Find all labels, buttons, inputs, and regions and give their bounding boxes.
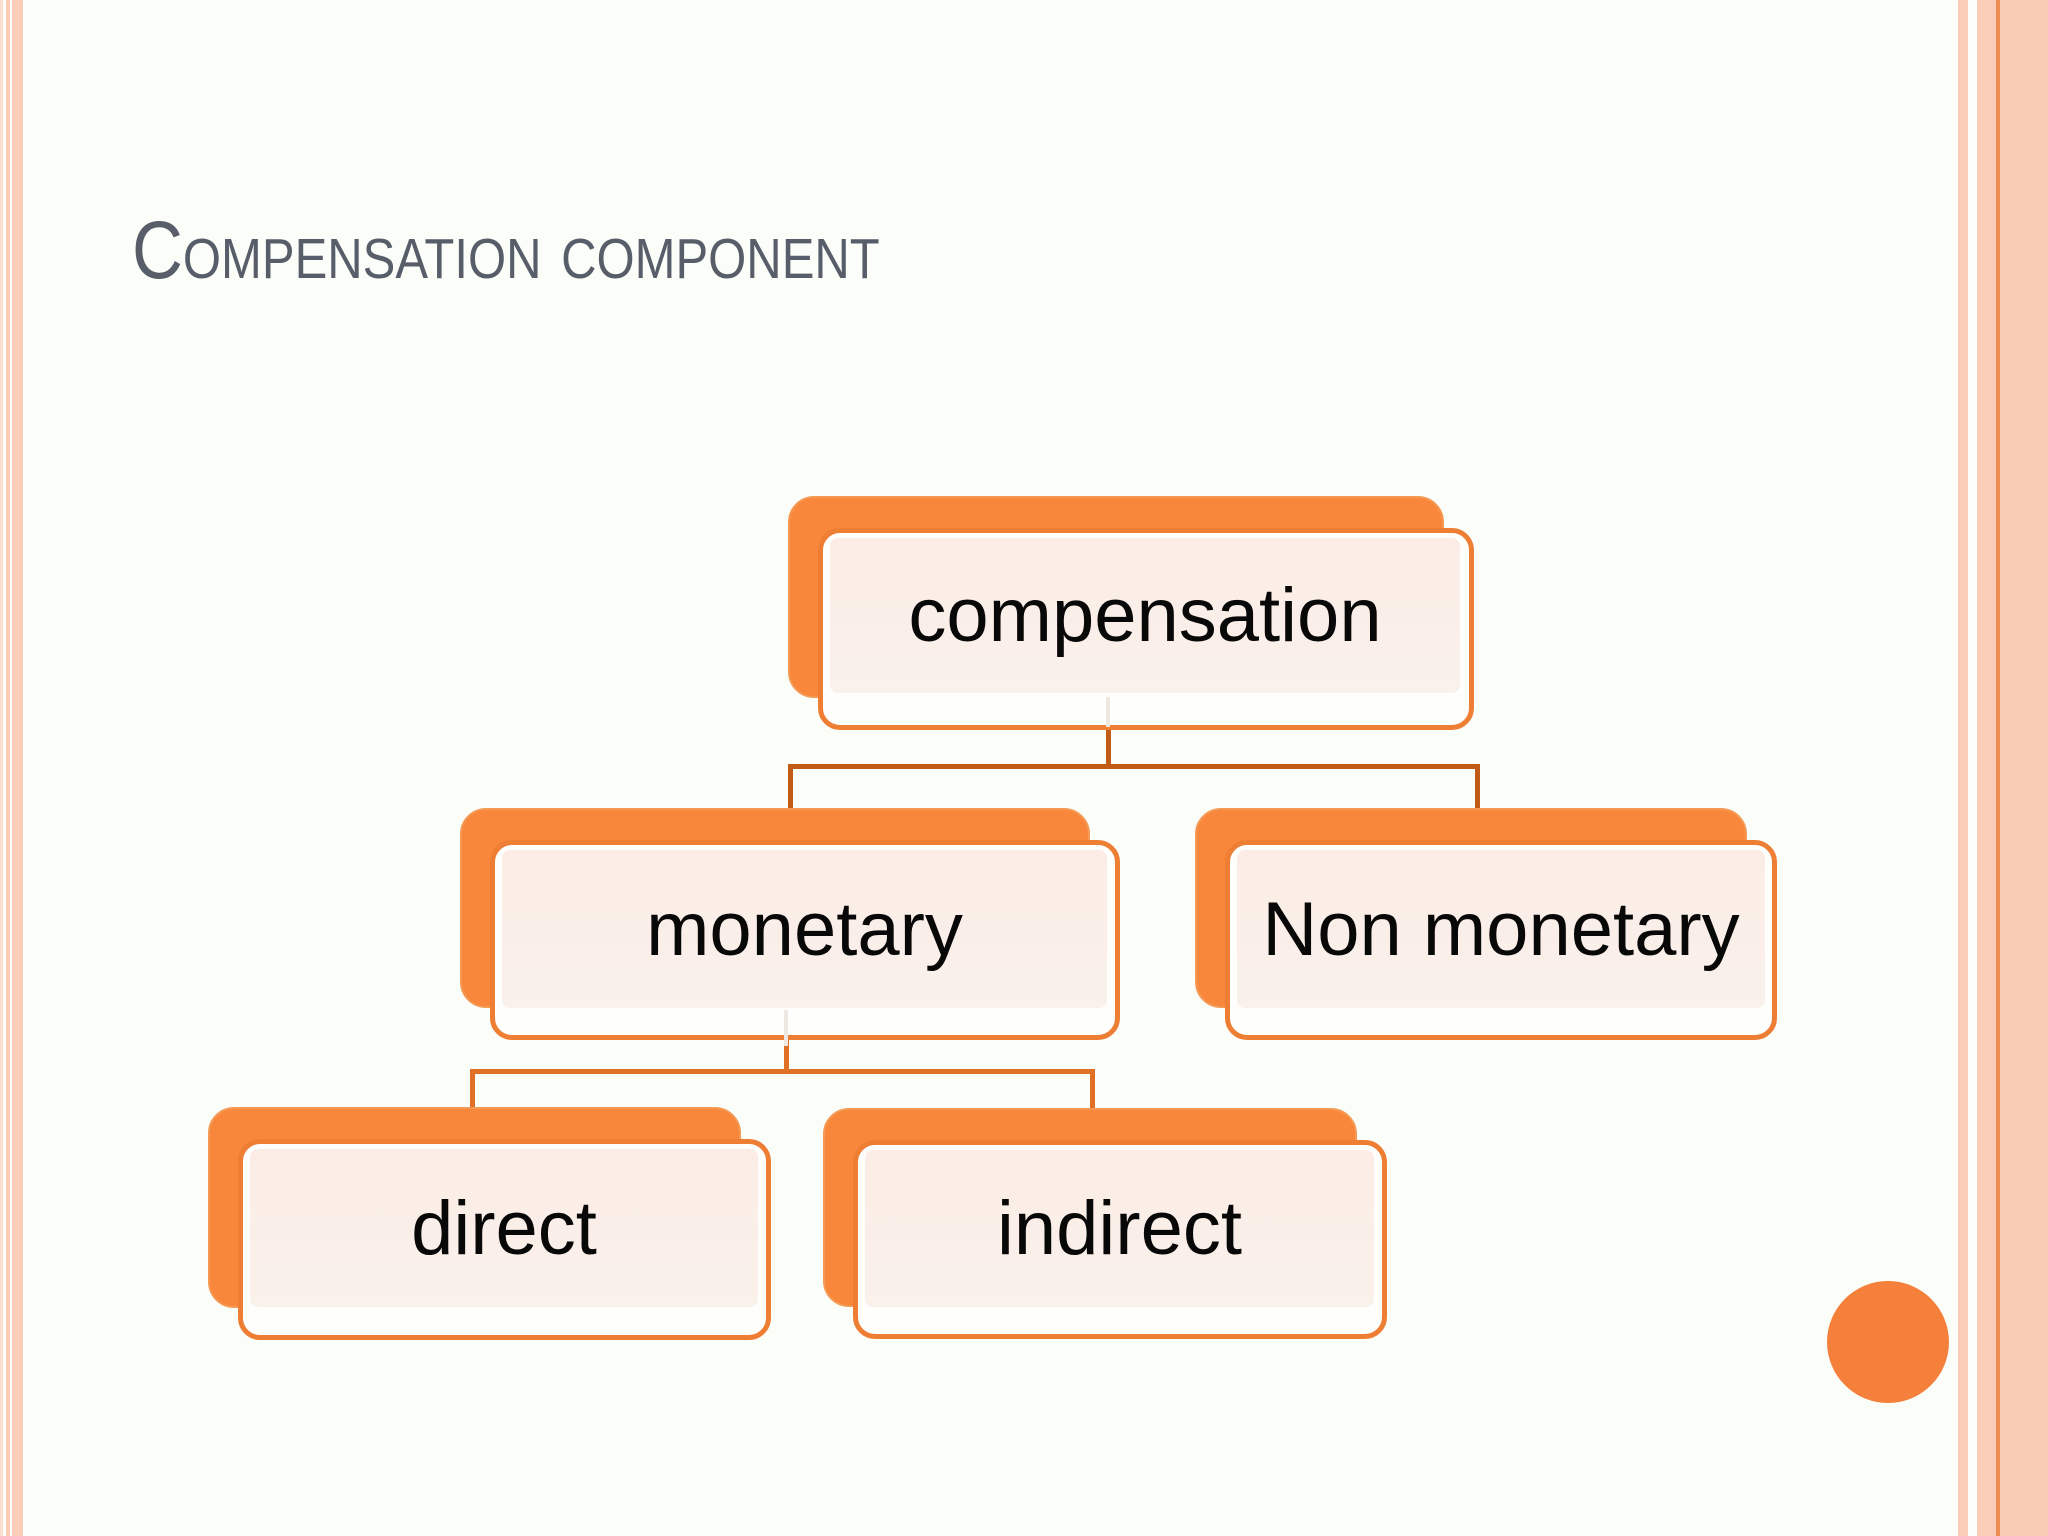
left-border-stripe-thin xyxy=(0,0,3,1536)
connector-drop-indirect xyxy=(1090,1069,1095,1115)
right-border-outer-band xyxy=(2000,0,2048,1536)
left-border-stripe-wide xyxy=(12,0,23,1536)
node-compensation[interactable]: compensation xyxy=(788,496,1474,730)
connector-drop-direct xyxy=(470,1069,475,1115)
connector-compensation-vertical xyxy=(1106,720,1111,768)
node-indirect-inner-panel: indirect xyxy=(865,1150,1374,1307)
node-non-monetary[interactable]: Non monetary xyxy=(1195,808,1777,1040)
node-monetary-inner-panel: monetary xyxy=(502,850,1107,1008)
node-monetary[interactable]: monetary xyxy=(460,808,1120,1040)
node-non-monetary-label: Non monetary xyxy=(1262,886,1740,972)
connector-stub-monetary xyxy=(784,1010,788,1046)
corner-circle-decor xyxy=(1827,1281,1949,1403)
node-non-monetary-inner-panel: Non monetary xyxy=(1237,850,1765,1008)
connector-stub-compensation xyxy=(1106,697,1110,727)
right-border-accent-line xyxy=(1996,0,2000,1536)
left-border-stripe-mid xyxy=(6,0,10,1536)
connector-level3-horizontal xyxy=(470,1069,1095,1074)
node-direct[interactable]: direct xyxy=(208,1107,771,1340)
node-compensation-inner-panel: compensation xyxy=(830,538,1460,693)
node-direct-label: direct xyxy=(411,1185,597,1271)
node-indirect[interactable]: indirect xyxy=(823,1108,1387,1339)
connector-monetary-vertical xyxy=(784,1040,789,1074)
node-direct-inner-panel: direct xyxy=(250,1149,758,1307)
right-border-stripe-thin xyxy=(1958,0,1968,1536)
node-indirect-label: indirect xyxy=(997,1186,1242,1271)
connector-level2-horizontal xyxy=(788,764,1480,769)
node-monetary-label: monetary xyxy=(646,886,963,972)
right-border-stripe-mid xyxy=(1977,0,1996,1536)
slide-title[interactable]: Compensation component xyxy=(132,205,880,296)
connector-drop-monetary xyxy=(788,764,793,814)
node-compensation-label: compensation xyxy=(908,573,1382,658)
connector-drop-non-monetary xyxy=(1475,764,1480,814)
